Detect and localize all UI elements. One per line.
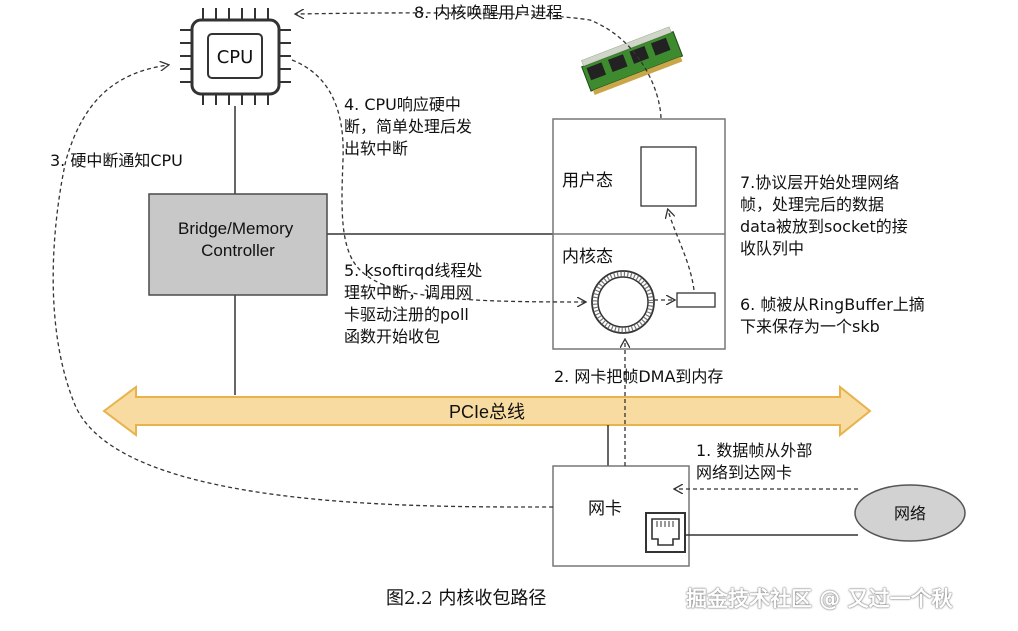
step-4-label: 4. CPU响应硬中 断，简单处理后发 出软中断 <box>344 95 473 158</box>
skb-block <box>676 292 716 308</box>
step-5-label: 5. ksoftirqd线程处 理软中断，调用网 卡驱动注册的poll 函数开始… <box>344 261 483 346</box>
pcie-bus <box>102 384 872 438</box>
cpu-label: CPU <box>217 47 254 68</box>
bridge-label: Bridge/Memory Controller <box>178 219 298 260</box>
step-1-label: 1. 数据帧从外部 网络到达网卡 <box>696 441 813 482</box>
step-3-label: 3. 硬中断通知CPU <box>50 151 183 170</box>
network-node <box>854 484 966 542</box>
arrow-nic-interrupt-to-cpu <box>52 65 554 508</box>
watermark: 掘金技术社区 @ 又过一个秋 <box>686 587 953 611</box>
bridge-memory-controller-box <box>148 193 328 296</box>
network-label: 网络 <box>894 504 926 523</box>
arrow-cpu-softirq <box>291 59 585 302</box>
ethernet-port-icon <box>645 512 686 553</box>
user-space-label: 用户态 <box>562 171 613 191</box>
step-6-label: 6. 帧被从RingBuffer上摘 下来保存为一个skb <box>740 295 925 336</box>
nic-label: 网卡 <box>588 499 622 519</box>
step-2-label: 2. 网卡把帧DMA到内存 <box>554 367 724 386</box>
socket-receive-queue <box>640 146 697 207</box>
step-7-label: 7.协议层开始处理网络 帧，处理完后的数据 data被放到socket的接 收队… <box>740 173 908 258</box>
cpu-chip-icon <box>180 8 291 105</box>
figure-caption: 图2.2 内核收包路径 <box>386 588 547 609</box>
ram-module-icon <box>581 26 684 96</box>
kernel-space-label: 内核态 <box>562 247 613 267</box>
step-8-label: 8. 内核唤醒用户进程 <box>414 3 563 22</box>
arrow-skb-to-socket <box>668 210 695 291</box>
ring-buffer-icon <box>591 270 655 334</box>
pcie-bus-label: PCIe总线 <box>449 402 525 422</box>
